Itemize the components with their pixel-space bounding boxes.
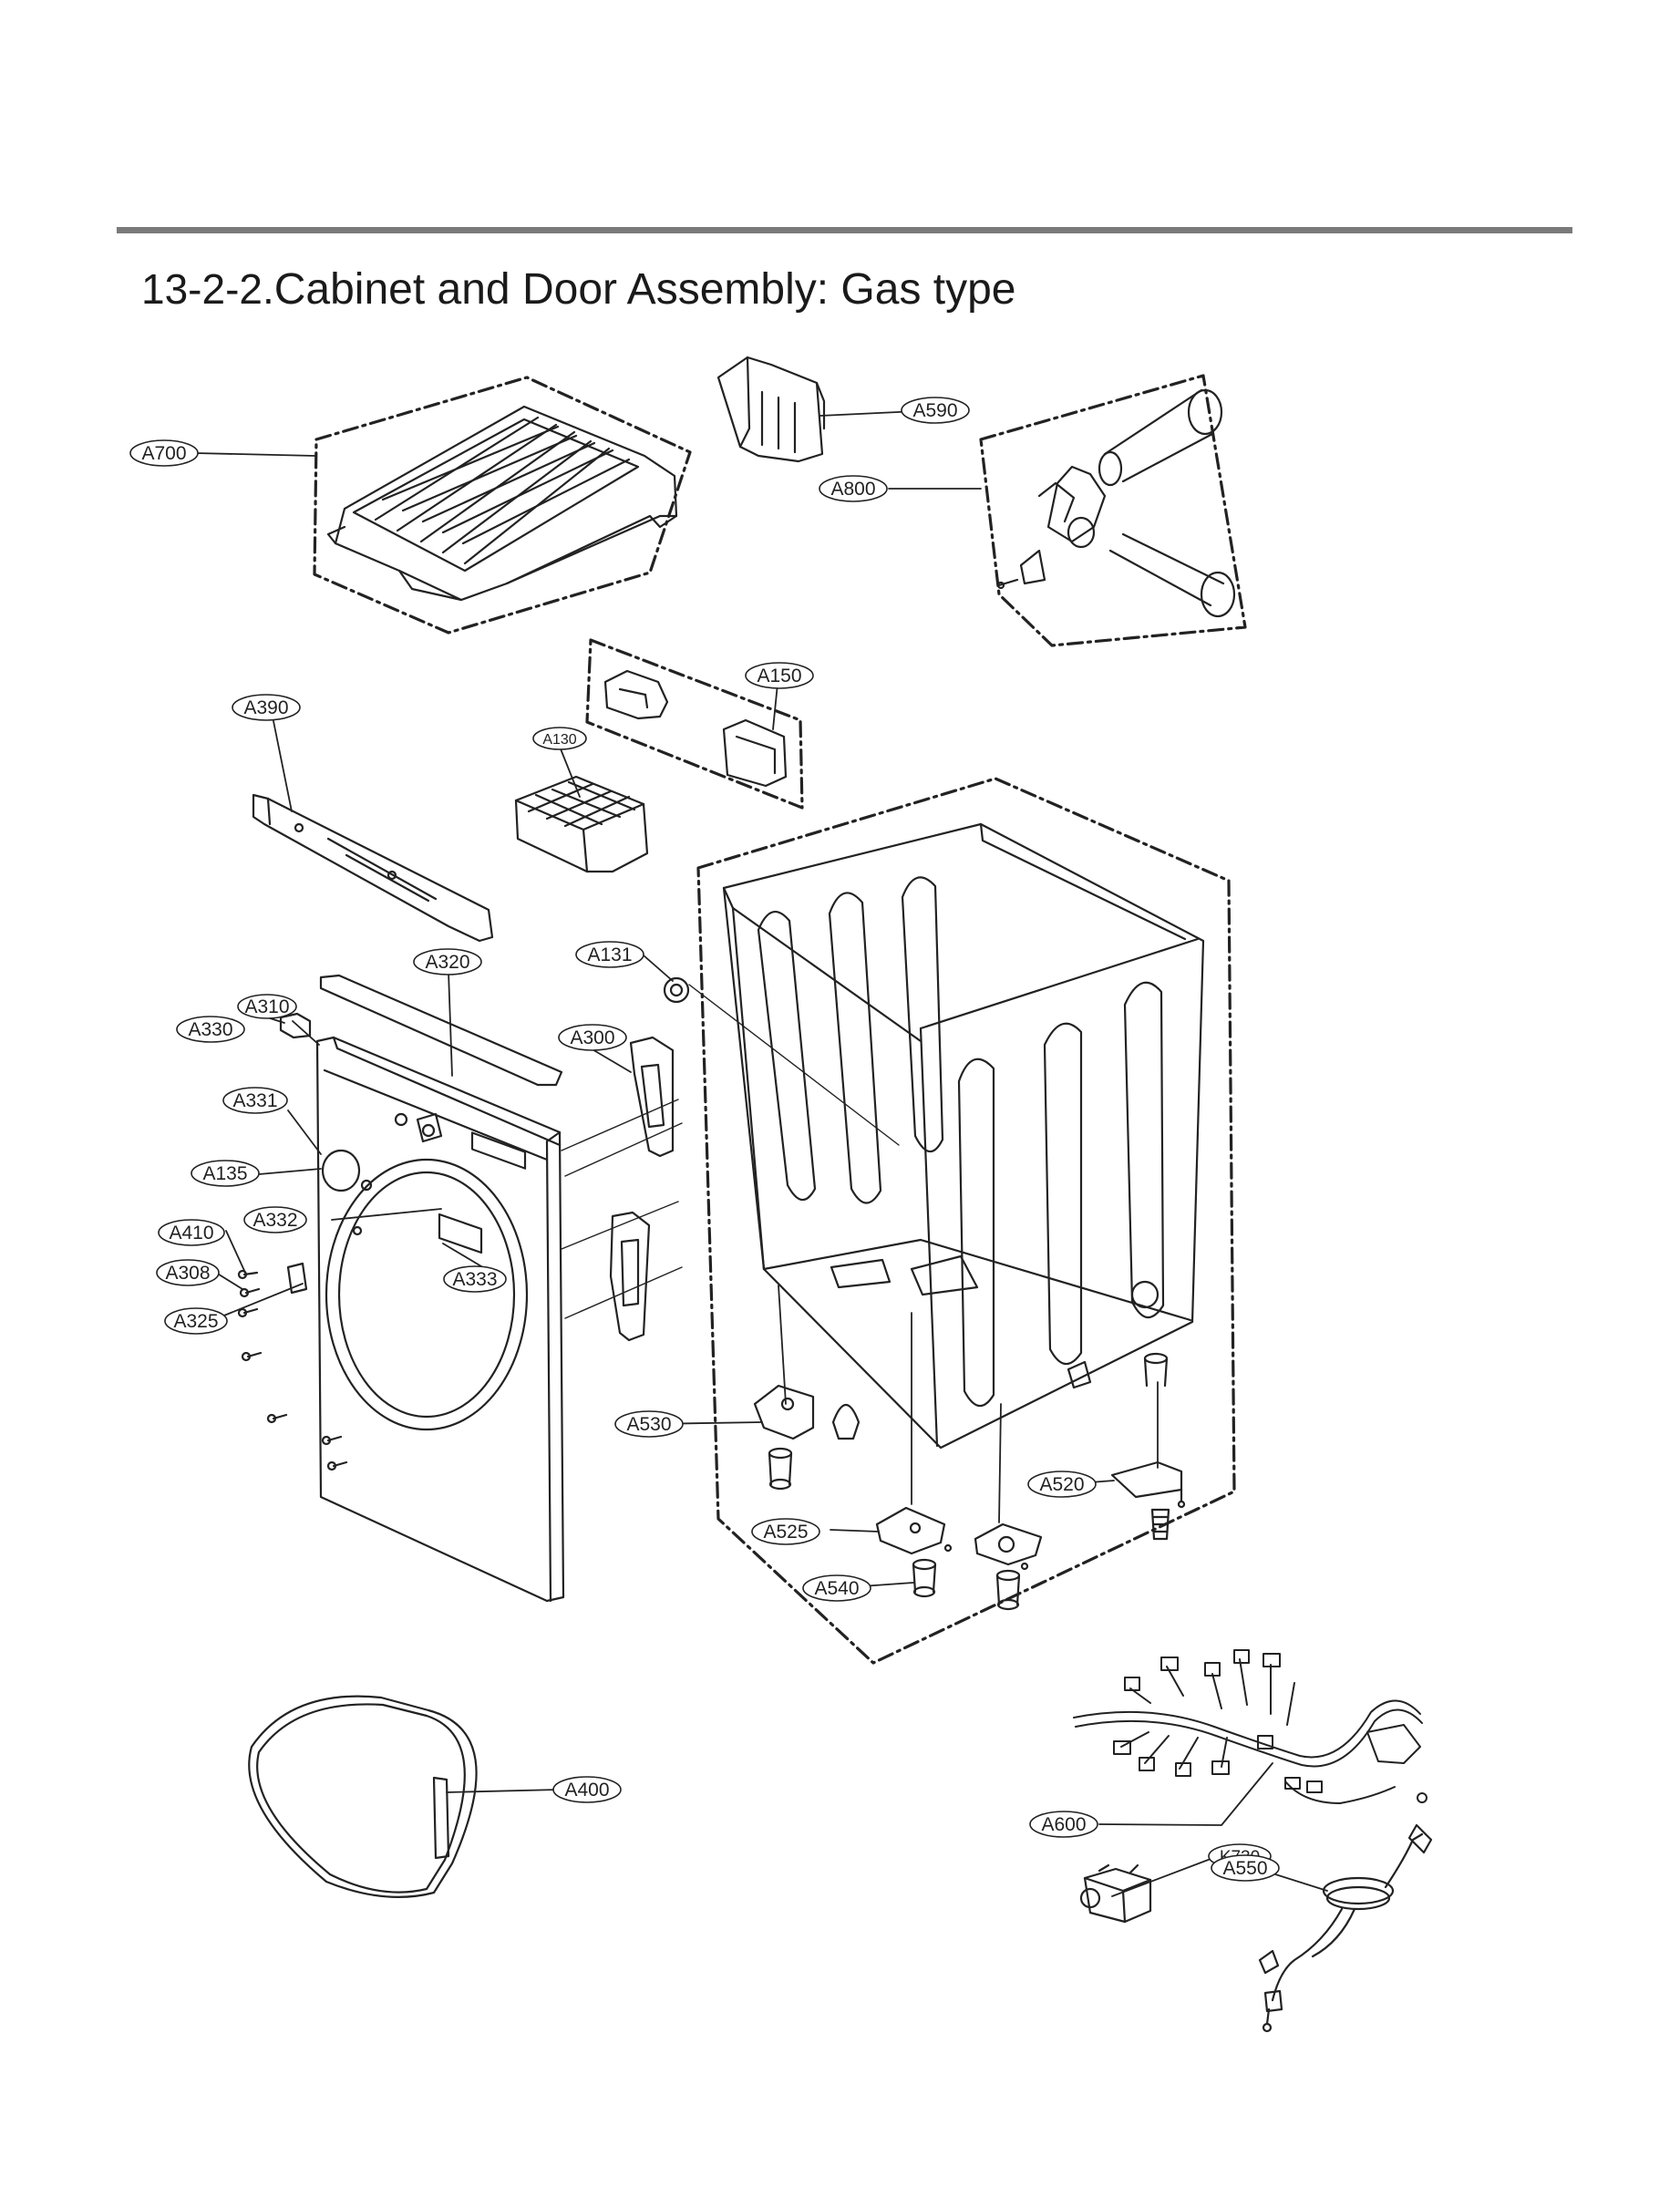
callout-labels: A700 A590 A800 A150 A390 A130 A320 A131 … <box>129 397 1280 1882</box>
svg-text:A540: A540 <box>814 1578 859 1599</box>
svg-text:A410: A410 <box>169 1223 213 1244</box>
exhaust-duct-part <box>996 388 1236 618</box>
callout-a135: A135 <box>191 1160 260 1187</box>
callout-a400: A400 <box>552 1776 622 1803</box>
cabinet-group-boundary <box>696 777 1236 1665</box>
top-rail-part <box>252 793 494 943</box>
callout-a320: A320 <box>413 948 482 975</box>
svg-text:A130: A130 <box>542 732 576 748</box>
leg-bracket-front-right <box>974 1522 1043 1571</box>
callout-a308: A308 <box>156 1259 220 1286</box>
power-cord-part <box>1258 1823 1433 2033</box>
wire-harness-part <box>1073 1658 1423 1804</box>
callout-a130: A130 <box>532 727 587 750</box>
door-switch-part <box>603 669 788 788</box>
top-trim-part <box>319 974 563 1087</box>
harness-connectors <box>1113 1649 1427 1803</box>
screws <box>237 1269 348 1471</box>
bezel-upper-part <box>629 1036 675 1158</box>
callout-a300: A300 <box>558 1024 627 1051</box>
top-rule <box>117 227 1572 233</box>
callout-a540: A540 <box>802 1574 871 1602</box>
callout-a333: A333 <box>443 1265 507 1293</box>
leveling-leg-front-left <box>768 1447 793 1491</box>
svg-text:A325: A325 <box>173 1311 218 1332</box>
leveling-leg-rear-right <box>1143 1352 1169 1388</box>
svg-text:A525: A525 <box>763 1522 808 1543</box>
svg-text:A300: A300 <box>570 1027 614 1048</box>
callout-a520: A520 <box>1027 1471 1097 1498</box>
svg-text:A330: A330 <box>188 1019 232 1040</box>
svg-text:A308: A308 <box>165 1263 210 1284</box>
leader-lines <box>194 409 1328 1897</box>
callout-a590: A590 <box>901 397 970 424</box>
svg-text:A135: A135 <box>202 1163 247 1184</box>
drying-rack-part <box>326 405 678 602</box>
grommet-part <box>663 976 900 1146</box>
leg-bracket-a530 <box>753 1384 861 1440</box>
filter-housing-part <box>514 775 649 873</box>
front-panel-part <box>286 1036 565 1603</box>
svg-text:A530: A530 <box>626 1414 671 1435</box>
callout-a310: A310 <box>237 994 297 1019</box>
callout-a800: A800 <box>819 475 888 502</box>
gas-valve-part <box>1079 1863 1152 1924</box>
svg-text:A800: A800 <box>830 479 875 500</box>
leveling-leg-right <box>1150 1508 1170 1541</box>
svg-text:A150: A150 <box>757 666 801 686</box>
callout-a131: A131 <box>575 941 644 968</box>
svg-text:A332: A332 <box>253 1210 297 1231</box>
svg-text:A331: A331 <box>232 1090 277 1111</box>
duct-kit-boundary <box>979 374 1247 647</box>
cabinet-part <box>722 822 1205 1450</box>
leveling-leg-a540 <box>912 1558 937 1598</box>
callout-a390: A390 <box>232 694 301 721</box>
callout-a150: A150 <box>745 662 814 689</box>
svg-text:A333: A333 <box>452 1269 497 1290</box>
duct-cover-part <box>716 356 826 463</box>
svg-text:A390: A390 <box>243 697 288 718</box>
section-number: 13-2-2. <box>141 265 274 313</box>
section-title: Cabinet and Door Assembly: Gas type <box>273 265 1016 314</box>
switch-group-boundary <box>585 638 804 810</box>
leg-bracket-a525 <box>875 1506 953 1555</box>
callout-a700: A700 <box>129 439 199 467</box>
svg-text:A550: A550 <box>1222 1858 1267 1879</box>
bezel-guide-lines <box>561 1099 683 1319</box>
svg-text:A310: A310 <box>244 996 289 1017</box>
callout-a332: A332 <box>243 1206 307 1233</box>
svg-text:A700: A700 <box>141 443 186 464</box>
callout-a550: A550 <box>1211 1854 1280 1882</box>
bezel-lower-part <box>609 1211 651 1342</box>
rack-group-boundary <box>313 376 692 635</box>
svg-text:A131: A131 <box>587 944 632 965</box>
leg-bracket-a520 <box>1110 1460 1186 1509</box>
svg-text:A320: A320 <box>425 952 469 973</box>
svg-text:A400: A400 <box>564 1780 609 1801</box>
callout-a331: A331 <box>222 1087 288 1114</box>
leveling-leg-front-right <box>995 1569 1021 1611</box>
svg-text:A520: A520 <box>1039 1474 1084 1495</box>
svg-text:A590: A590 <box>912 400 957 421</box>
callout-a600: A600 <box>1029 1811 1098 1838</box>
callout-a530: A530 <box>614 1410 684 1438</box>
svg-text:A600: A600 <box>1041 1814 1086 1835</box>
door-part <box>248 1695 478 1898</box>
callout-a330: A330 <box>176 1016 245 1043</box>
callout-a325: A325 <box>164 1307 228 1335</box>
page-title: 13-2-2.Cabinet and Door Assembly: Gas ty… <box>141 264 1016 315</box>
callout-a525: A525 <box>751 1518 820 1545</box>
callout-a410: A410 <box>158 1219 225 1246</box>
